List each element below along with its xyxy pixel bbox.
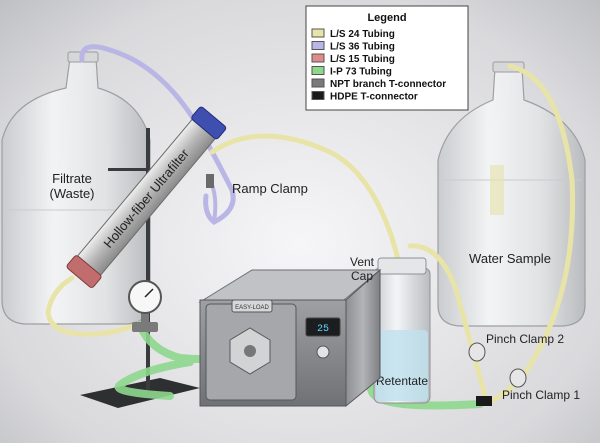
legend-item-label: NPT branch T-connector bbox=[330, 79, 446, 90]
pump-display: 25 bbox=[317, 324, 329, 335]
pinch-clamp-1-icon bbox=[509, 368, 527, 388]
hdpe-t-connector bbox=[476, 396, 492, 406]
pinch-clamp-1-label: Pinch Clamp 1 bbox=[502, 388, 580, 402]
npt-t-connector bbox=[132, 322, 158, 332]
ramp-clamp-label: Ramp Clamp bbox=[232, 181, 308, 196]
vent-label: Vent bbox=[350, 255, 375, 269]
retentate-vessel: Retentate bbox=[373, 257, 431, 404]
pressure-gauge bbox=[128, 280, 162, 332]
legend-swatch bbox=[311, 91, 325, 100]
legend-swatch bbox=[311, 41, 325, 50]
pinch-clamp-2-icon bbox=[468, 342, 486, 362]
waste-label: (Waste) bbox=[49, 186, 94, 201]
retentate-label: Retentate bbox=[376, 374, 428, 388]
cap-label: Cap bbox=[351, 269, 373, 283]
pump-rotor-icon bbox=[244, 345, 256, 357]
legend-swatch bbox=[311, 66, 325, 75]
filtrate-label: Filtrate bbox=[52, 171, 92, 186]
legend-swatch bbox=[311, 28, 325, 38]
legend-swatch bbox=[311, 53, 325, 63]
legend-item-label: L/S 36 Tubing bbox=[330, 42, 395, 53]
legend-item-label: L/S 15 Tubing bbox=[330, 54, 395, 65]
legend-item-label: HDPE T-connector bbox=[330, 92, 418, 103]
pump-knob-icon bbox=[316, 345, 330, 359]
legend-swatch bbox=[311, 78, 325, 88]
legend-title: Legend bbox=[367, 12, 406, 24]
legend-item-label: L/S 24 Tubing bbox=[330, 29, 395, 40]
water-sample-label: Water Sample bbox=[469, 251, 551, 266]
peristaltic-pump: EASY-LOAD 25 bbox=[198, 268, 382, 408]
legend-item-label: I-P 73 Tubing bbox=[330, 67, 392, 78]
water-sample-bottle bbox=[437, 61, 586, 327]
ls24-tubing bbox=[45, 63, 576, 405]
ramp-clamp-icon bbox=[206, 174, 214, 188]
pump-brand-label: EASY-LOAD bbox=[235, 305, 269, 311]
pinch-clamp-2-label: Pinch Clamp 2 bbox=[486, 332, 564, 346]
